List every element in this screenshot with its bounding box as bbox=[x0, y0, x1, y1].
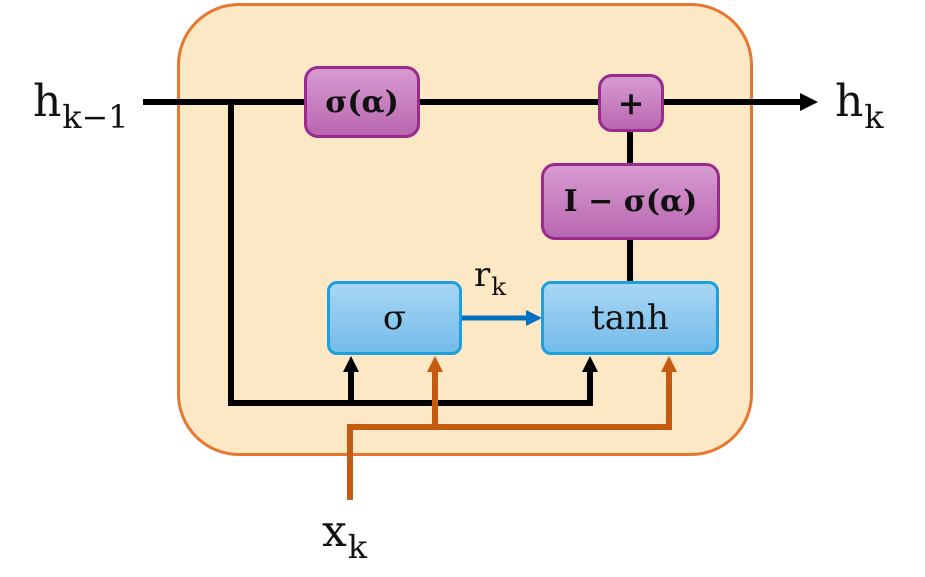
sigma-gate-node: σ bbox=[327, 281, 462, 355]
plus-label: + bbox=[617, 84, 645, 122]
sigma-alpha-node: σ(α) bbox=[304, 66, 420, 138]
one-minus-sigma-alpha-label: I − σ(α) bbox=[563, 184, 698, 219]
input-path bbox=[347, 372, 672, 500]
hidden-to-sigma-arrowhead bbox=[343, 356, 359, 372]
tanh-node: tanh bbox=[541, 281, 719, 355]
previous-hidden-state-label: hk−1 bbox=[33, 76, 129, 137]
sigma-alpha-label: σ(α) bbox=[325, 84, 399, 120]
sigma-gate-label: σ bbox=[382, 298, 407, 338]
hidden-feedback-path bbox=[228, 102, 593, 406]
input-label: xk bbox=[322, 506, 368, 567]
input-to-tanh-arrowhead bbox=[661, 356, 677, 372]
hidden-to-tanh-arrowhead bbox=[582, 356, 598, 372]
hidden-output-arrowhead bbox=[800, 93, 818, 111]
plus-node: + bbox=[598, 74, 664, 132]
one-minus-sigma-alpha-node: I − σ(α) bbox=[541, 163, 720, 240]
reset-gate-label: rk bbox=[474, 255, 507, 302]
output-hidden-state-label: hk bbox=[835, 76, 884, 137]
tanh-label: tanh bbox=[591, 298, 669, 338]
input-to-sigma-arrowhead bbox=[427, 356, 443, 372]
reset-arrowhead bbox=[526, 310, 542, 326]
